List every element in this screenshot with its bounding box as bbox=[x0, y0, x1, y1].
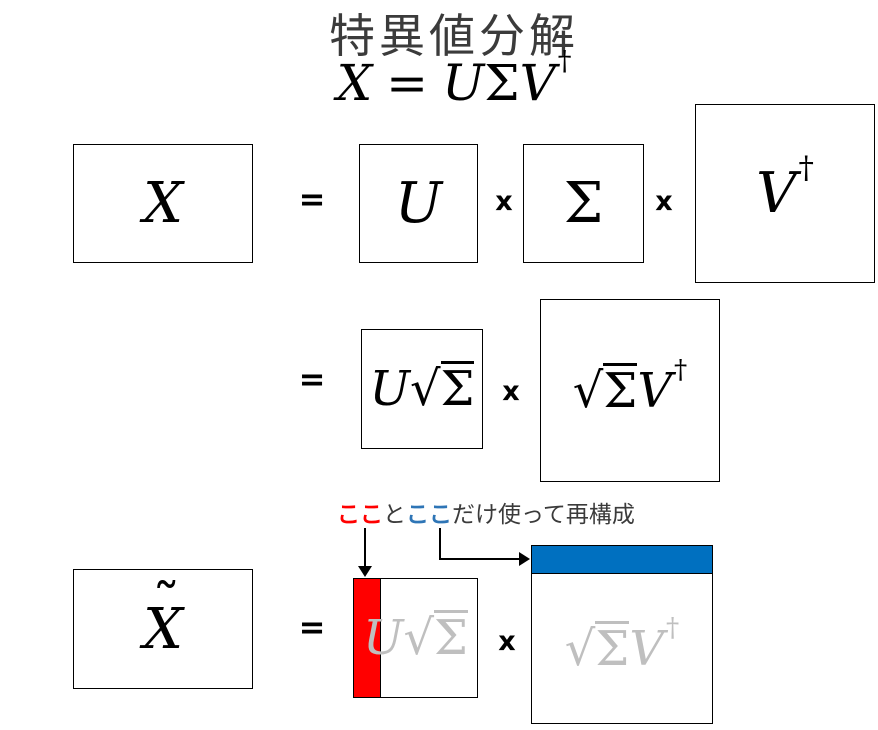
red-column-arrow-head-icon bbox=[358, 566, 372, 577]
blue-row-arrow-hline bbox=[439, 558, 521, 560]
matrix-v-dagger-box: V† bbox=[695, 104, 875, 283]
reduced-u-sqrt-sigma-label: U√Σ bbox=[363, 610, 468, 666]
matrix-u-label: U bbox=[394, 171, 443, 236]
formula-v: V bbox=[519, 54, 556, 112]
here-red-label: ここ bbox=[337, 502, 383, 528]
matrix-u-sqrt-sigma-box: U√Σ bbox=[361, 329, 483, 449]
formula-x: X bbox=[336, 54, 373, 112]
blue-row-arrow-vline bbox=[439, 528, 441, 560]
reduced-sqrt-sigma-v-dagger-label: √ΣV† bbox=[564, 611, 680, 677]
formula-dagger: † bbox=[557, 44, 572, 77]
matrix-x-tilde-box: X˜ bbox=[73, 569, 253, 689]
red-column-strip bbox=[354, 579, 381, 697]
tilde-accent: ˜ bbox=[152, 572, 181, 638]
multiply-sign-row3: x bbox=[498, 626, 516, 657]
matrix-sqrt-sigma-v-dagger-box: √ΣV† bbox=[540, 299, 720, 482]
formula-equals: = bbox=[386, 54, 429, 112]
formula-sigma: Σ bbox=[484, 54, 520, 112]
here-blue-label: ここ bbox=[406, 502, 452, 528]
reduced-sqrt-sigma-v-dagger-box: √ΣV† bbox=[531, 545, 713, 724]
blue-row-arrow-head-icon bbox=[519, 552, 530, 566]
annotation-tail: だけ使って再構成 bbox=[452, 502, 635, 528]
matrix-sigma-label: Σ bbox=[563, 171, 604, 236]
multiply-sign-row1-b: x bbox=[655, 186, 673, 217]
svd-formula: X=UΣV† bbox=[30, 45, 878, 112]
equals-sign-row2: = bbox=[298, 360, 326, 398]
equals-sign-row1: = bbox=[298, 180, 326, 218]
matrix-x-box: X bbox=[73, 144, 253, 263]
matrix-x-tilde-label: X˜ bbox=[143, 572, 183, 662]
reduced-u-sqrt-sigma-box: U√Σ bbox=[353, 578, 478, 698]
matrix-v-dagger-label: V† bbox=[756, 150, 814, 226]
multiply-sign-row1-a: x bbox=[495, 186, 513, 217]
multiply-sign-row2: x bbox=[502, 376, 520, 407]
blue-row-strip bbox=[532, 546, 712, 574]
matrix-sigma-box: Σ bbox=[523, 144, 644, 263]
matrix-u-sqrt-sigma-label: U√Σ bbox=[369, 361, 475, 417]
formula-u: U bbox=[442, 54, 485, 112]
reconstruction-annotation: こことここだけ使って再構成 bbox=[337, 495, 635, 529]
page-title: 特異値分解 bbox=[329, 9, 579, 63]
matrix-u-box: U bbox=[359, 144, 478, 263]
matrix-sqrt-sigma-v-dagger-label: √ΣV† bbox=[572, 353, 688, 419]
annotation-and: と bbox=[383, 502, 406, 528]
matrix-x-label: X bbox=[143, 171, 183, 236]
equals-sign-row3: = bbox=[298, 608, 326, 646]
red-column-arrow-line bbox=[364, 528, 366, 568]
